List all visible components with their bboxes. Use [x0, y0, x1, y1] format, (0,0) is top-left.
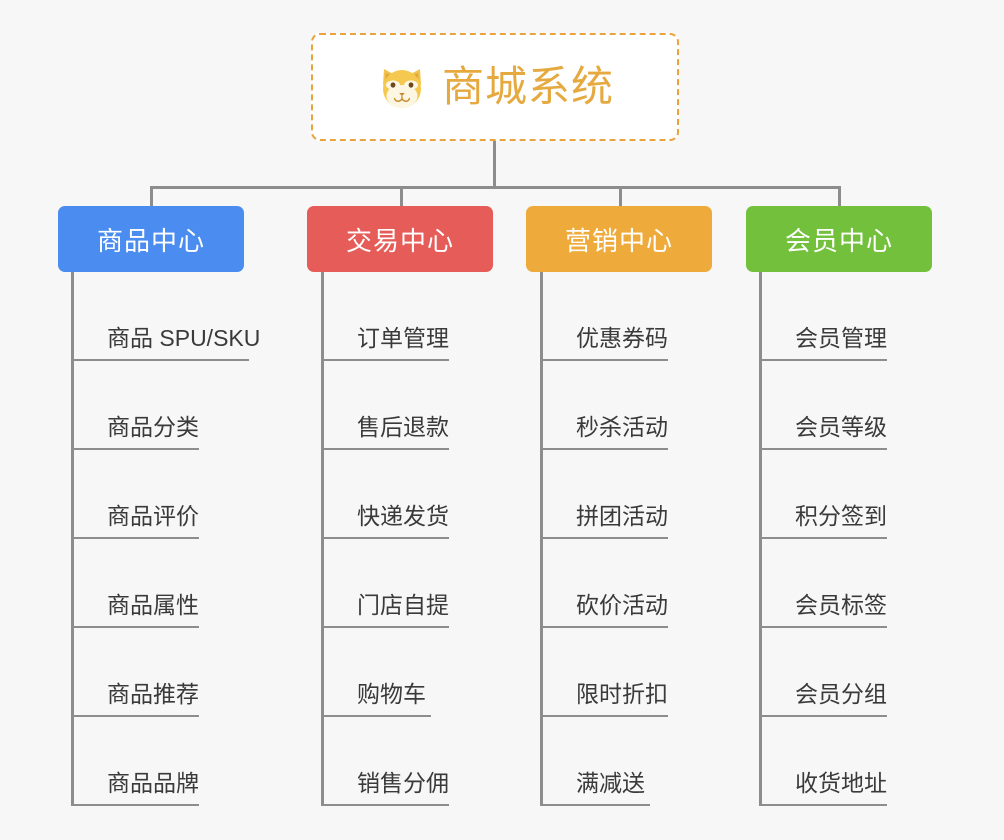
leaf-item-label: 订单管理 — [357, 324, 449, 351]
category-box-1[interactable]: 商品中心 — [58, 206, 244, 272]
leaf-item[interactable]: 砍价活动 — [540, 539, 668, 628]
leaf-item[interactable]: 会员等级 — [759, 361, 887, 450]
leaf-spine — [321, 272, 324, 806]
leaf-item[interactable]: 会员分组 — [759, 628, 887, 717]
leaf-item[interactable]: 商品推荐 — [71, 628, 199, 717]
category-label: 商品中心 — [96, 225, 205, 256]
leaf-item[interactable]: 快递发货 — [321, 450, 449, 539]
leaf-item-label: 售后退款 — [357, 413, 449, 440]
leaf-item-label: 商品评价 — [107, 502, 199, 529]
leaf-item-label: 会员分组 — [795, 680, 887, 707]
leaf-item[interactable]: 商品 SPU/SKU — [71, 272, 260, 361]
leaf-item-label: 购物车 — [357, 680, 426, 707]
leaf-item[interactable]: 秒杀活动 — [540, 361, 668, 450]
leaf-item-label: 满减送 — [576, 769, 645, 796]
leaf-spine — [759, 272, 762, 806]
category-label: 交易中心 — [345, 225, 454, 256]
leaf-item-label: 商品 SPU/SKU — [107, 324, 261, 351]
category-box-2[interactable]: 交易中心 — [307, 206, 493, 272]
leaf-spine — [71, 272, 74, 806]
leaf-spine — [540, 272, 543, 806]
leaf-item-label: 秒杀活动 — [576, 413, 668, 440]
leaf-item[interactable]: 商品分类 — [71, 361, 199, 450]
leaf-item-label: 商品属性 — [107, 591, 199, 618]
leaf-item[interactable]: 门店自提 — [321, 539, 449, 628]
leaf-item[interactable]: 商品属性 — [71, 539, 199, 628]
category-box-4[interactable]: 会员中心 — [746, 206, 932, 272]
leaf-item-label: 商品推荐 — [107, 680, 199, 707]
leaf-item-label: 门店自提 — [357, 591, 449, 618]
leaf-item-label: 积分签到 — [795, 502, 887, 529]
leaf-item[interactable]: 拼团活动 — [540, 450, 668, 539]
leaf-item-label: 销售分佣 — [357, 769, 449, 796]
leaf-item-label: 快递发货 — [357, 502, 449, 529]
leaf-item[interactable]: 限时折扣 — [540, 628, 668, 717]
connector-root-stem — [493, 141, 496, 188]
leaf-item-label: 砍价活动 — [576, 591, 668, 618]
leaf-item-label: 限时折扣 — [576, 680, 668, 707]
category-label: 营销中心 — [564, 225, 673, 256]
root-node[interactable]: 商城系统 — [311, 33, 679, 141]
leaf-item[interactable]: 售后退款 — [321, 361, 449, 450]
leaf-item[interactable]: 商品品牌 — [71, 717, 199, 806]
root-title: 商城系统 — [441, 63, 614, 110]
leaf-item[interactable]: 购物车 — [321, 628, 431, 717]
connector-horizontal-bus — [150, 186, 841, 189]
leaf-item[interactable]: 满减送 — [540, 717, 650, 806]
leaf-item[interactable]: 销售分佣 — [321, 717, 449, 806]
leaf-item[interactable]: 优惠券码 — [540, 272, 668, 361]
category-box-3[interactable]: 营销中心 — [526, 206, 712, 272]
leaf-item-label: 收货地址 — [795, 769, 887, 796]
leaf-item-label: 会员管理 — [795, 324, 887, 351]
leaf-item-label: 商品品牌 — [107, 769, 199, 796]
leaf-item-label: 会员标签 — [795, 591, 887, 618]
leaf-item[interactable]: 商品评价 — [71, 450, 199, 539]
shiba-dog-face-icon — [376, 63, 428, 111]
connector-branch-stem-2 — [400, 186, 403, 208]
leaf-item-label: 拼团活动 — [576, 502, 668, 529]
leaf-item[interactable]: 收货地址 — [759, 717, 887, 806]
leaf-item-label: 优惠券码 — [576, 324, 668, 351]
leaf-item[interactable]: 订单管理 — [321, 272, 449, 361]
connector-branch-stem-4 — [838, 186, 841, 208]
leaf-item[interactable]: 会员标签 — [759, 539, 887, 628]
leaf-item[interactable]: 会员管理 — [759, 272, 887, 361]
category-label: 会员中心 — [784, 225, 893, 256]
leaf-item[interactable]: 积分签到 — [759, 450, 887, 539]
leaf-item-label: 商品分类 — [107, 413, 199, 440]
connector-branch-stem-3 — [619, 186, 622, 208]
connector-branch-stem-1 — [150, 186, 153, 208]
leaf-item-label: 会员等级 — [795, 413, 887, 440]
